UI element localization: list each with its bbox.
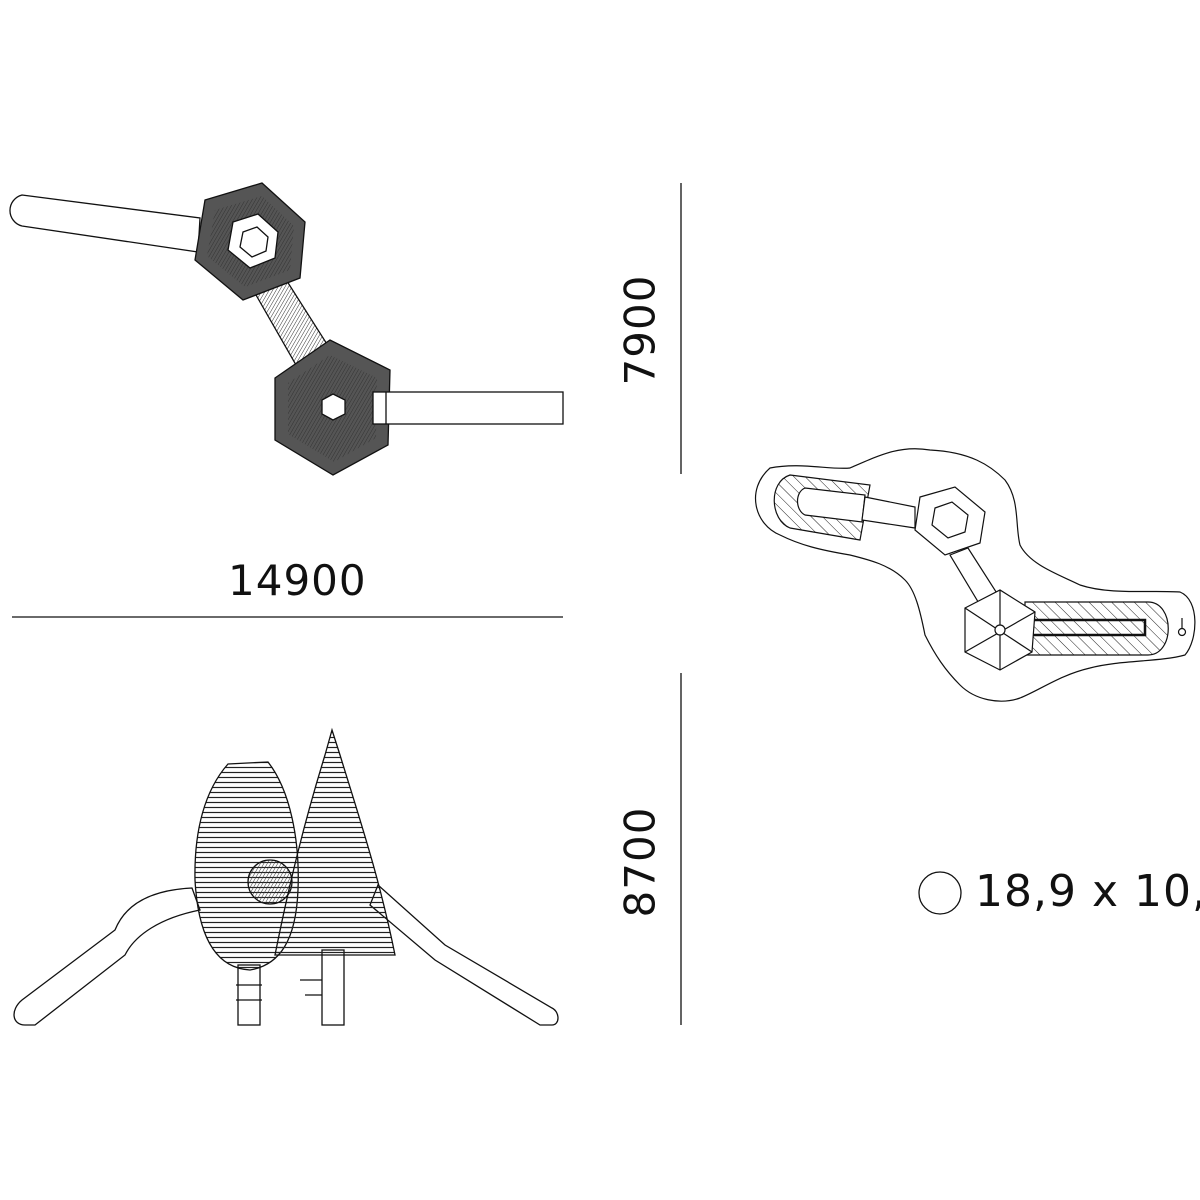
- post-left: [237, 964, 261, 1026]
- depth-dimension-label: 7900: [615, 274, 665, 386]
- post-right: [321, 949, 345, 1026]
- egg-tower: [194, 761, 299, 971]
- safety-area-label: 18,9 x 10,9: [975, 866, 1200, 917]
- width-dimension-label: 14900: [228, 556, 367, 605]
- cone-tower: [274, 727, 396, 956]
- right-slide-top: [372, 391, 564, 425]
- front-view: [13, 727, 559, 1026]
- access-marker-icon: [1177, 627, 1187, 637]
- right-slide-front: [369, 883, 559, 1026]
- site-plan: [754, 448, 1196, 702]
- left-slide-top: [9, 194, 201, 253]
- circle-icon: [918, 871, 962, 915]
- safety-area-outline: [754, 448, 1196, 702]
- crawl-net: [247, 859, 293, 905]
- height-dimension-label: 8700: [615, 806, 665, 918]
- left-slide-front: [13, 887, 201, 1026]
- play-area-right: [1024, 601, 1169, 656]
- top-view: [9, 182, 564, 476]
